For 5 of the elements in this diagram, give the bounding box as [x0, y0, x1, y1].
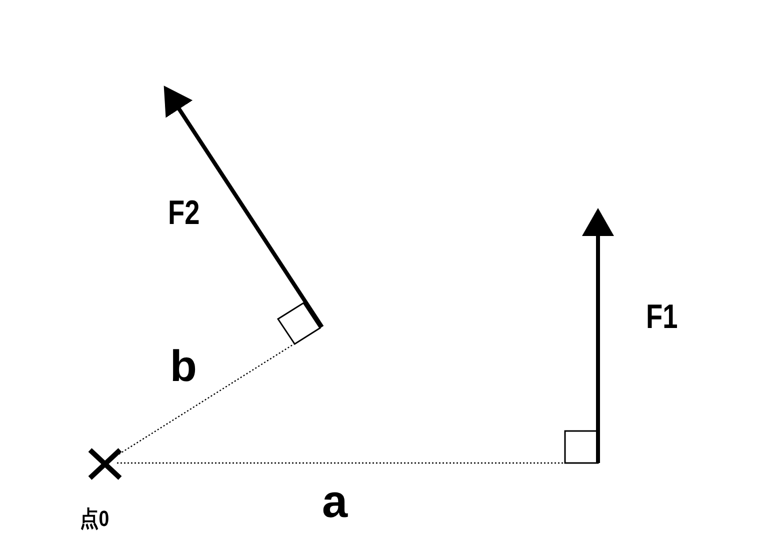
- point-label: 点0: [80, 508, 110, 530]
- distance-label: b: [170, 345, 197, 389]
- distance-label: a: [322, 478, 348, 524]
- force-label: F1: [646, 300, 678, 334]
- force-label: F2: [168, 196, 200, 230]
